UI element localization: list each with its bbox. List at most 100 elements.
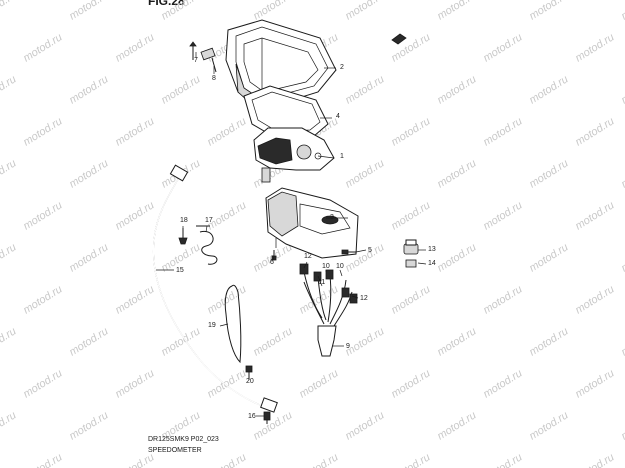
callout-leader-12: [351, 295, 359, 299]
callout-number-5: 5: [368, 247, 372, 254]
watermark-text: motod.ru: [67, 157, 110, 190]
watermark-text: motod.ru: [573, 31, 616, 64]
watermark-text: motod.ru: [619, 0, 625, 23]
direction-arrow-icon: [391, 33, 407, 45]
callout-leader-14: [417, 262, 427, 265]
watermark-text: motod.ru: [435, 325, 478, 358]
callout-number-15: 15: [176, 267, 184, 274]
watermark-text: motod.ru: [389, 451, 432, 468]
watermark-text: motod.ru: [205, 115, 248, 148]
watermark-text: motod.ru: [205, 199, 248, 232]
watermark-text: motod.ru: [481, 367, 524, 400]
watermark-text: motod.ru: [67, 73, 110, 106]
callout-leader-5: [355, 249, 367, 253]
watermark-text: motod.ru: [343, 157, 386, 190]
watermark-text: motod.ru: [389, 199, 432, 232]
watermark-text: motod.ru: [0, 325, 18, 358]
wire-loop-19: [224, 284, 242, 364]
watermark-text: motod.ru: [481, 451, 524, 468]
watermark-text: motod.ru: [67, 0, 110, 23]
watermark-text: motod.ru: [527, 0, 570, 23]
watermark-text: motod.ru: [0, 409, 18, 442]
callout-number-16: 16: [248, 413, 256, 420]
watermark-text: motod.ru: [573, 367, 616, 400]
watermark-text: motod.ru: [435, 241, 478, 274]
watermark-text: motod.ru: [113, 115, 156, 148]
watermark-text: motod.ru: [573, 451, 616, 468]
callout-number-12: 12: [304, 253, 312, 260]
watermark-text: motod.ru: [205, 283, 248, 316]
grommet-13-14: [403, 239, 419, 268]
callout-leader-11: [317, 275, 323, 287]
callout-leader-17: [205, 225, 208, 233]
watermark-text: motod.ru: [21, 283, 64, 316]
watermark-text: motod.ru: [21, 115, 64, 148]
watermark-text: motod.ru: [435, 73, 478, 106]
watermark-text: motod.ru: [573, 199, 616, 232]
watermark-text: motod.ru: [481, 31, 524, 64]
callout-number-9: 9: [346, 343, 350, 350]
watermark-text: motod.ru: [343, 325, 386, 358]
watermark-text: motod.ru: [343, 409, 386, 442]
watermark-text: motod.ru: [297, 451, 340, 468]
watermark-text: motod.ru: [113, 31, 156, 64]
watermark-text: motod.ru: [619, 73, 625, 106]
watermark-text: motod.ru: [0, 241, 18, 274]
callout-number-4: 4: [336, 113, 340, 120]
callout-leaders: [156, 52, 427, 417]
callout-number-3: 3: [330, 214, 334, 221]
callout-leader-10: [339, 269, 343, 277]
watermark-text: motod.ru: [67, 325, 110, 358]
watermark-text: motod.ru: [205, 451, 248, 468]
callout-leader-1: [317, 155, 335, 159]
watermark-text: motod.ru: [527, 73, 570, 106]
watermark-text: motod.ru: [251, 325, 294, 358]
watermark-text: motod.ru: [481, 115, 524, 148]
speedometer-cable: [152, 164, 278, 413]
callout-number-10: 10: [322, 263, 330, 270]
watermark-text: motod.ru: [389, 115, 432, 148]
callout-number-8: 8: [212, 75, 216, 82]
watermark-text: motod.ru: [297, 367, 340, 400]
diagram-caption: SPEEDOMETER: [148, 447, 202, 454]
watermark-text: motod.ru: [389, 31, 432, 64]
watermark-text: motod.ru: [67, 409, 110, 442]
watermark-text: motod.ru: [343, 0, 386, 23]
callout-number-12: 12: [360, 295, 368, 302]
watermark-text: motod.ru: [527, 157, 570, 190]
callout-number-1: 1: [340, 153, 344, 160]
watermark-text: motod.ru: [435, 0, 478, 23]
callout-number-13: 13: [428, 246, 436, 253]
watermark-text: motod.ru: [0, 0, 18, 23]
watermark-text: motod.ru: [527, 325, 570, 358]
watermark-text: motod.ru: [619, 409, 625, 442]
watermark-text: motod.ru: [21, 199, 64, 232]
watermark-text: motod.ru: [251, 0, 294, 23]
watermark-text: motod.ru: [481, 199, 524, 232]
watermark-text: motod.ru: [435, 157, 478, 190]
watermark-text: motod.ru: [343, 73, 386, 106]
watermark-text: motod.ru: [619, 157, 625, 190]
diagram-code: DR125SMK9 P02_023: [148, 436, 219, 443]
watermark-text: motod.ru: [113, 367, 156, 400]
watermark-text: motod.ru: [619, 325, 625, 358]
watermark-text: motod.ru: [527, 241, 570, 274]
watermark-text: motod.ru: [435, 409, 478, 442]
figure-title: FIG.28: [148, 0, 185, 8]
callout-leader-12: [303, 261, 308, 269]
watermark-text: motod.ru: [527, 409, 570, 442]
meter-assembly: [253, 127, 335, 183]
watermark-text: motod.ru: [0, 157, 18, 190]
watermark-text: motod.ru: [0, 73, 18, 106]
watermark-text: motod.ru: [159, 325, 202, 358]
bolt-7-8: [189, 41, 217, 73]
watermark-text: motod.ru: [67, 241, 110, 274]
callout-number-11: 11: [318, 279, 325, 286]
watermark-text: motod.ru: [159, 73, 202, 106]
callout-leader-19: [219, 323, 229, 327]
callout-number-2: 2: [340, 64, 344, 71]
callout-number-18: 18: [180, 217, 188, 224]
